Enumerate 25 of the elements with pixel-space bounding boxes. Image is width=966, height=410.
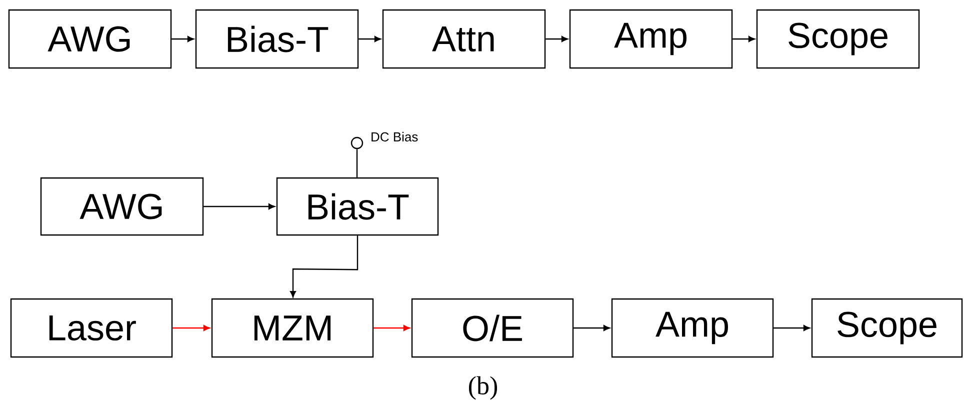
block-box: Laser <box>10 298 173 358</box>
block-box: Bias-T <box>195 9 359 69</box>
block-box: MZM <box>211 298 374 358</box>
arrow <box>172 36 194 42</box>
arrow <box>732 36 755 42</box>
block-box: AWG <box>40 177 204 236</box>
block-box: O/E <box>411 298 574 358</box>
arrow <box>172 325 210 331</box>
arrow <box>374 325 410 331</box>
caption: (b) <box>469 376 498 400</box>
block-box: Scope <box>756 9 920 69</box>
arrow <box>546 36 568 42</box>
block-box: AWG <box>8 9 172 69</box>
block-box: Bias-T <box>276 177 439 236</box>
arrow <box>574 325 610 331</box>
terminal-circle <box>350 136 364 150</box>
block-box: Scope <box>811 298 963 358</box>
terminal-label: DC Bias <box>372 132 418 142</box>
arrow <box>204 204 275 210</box>
block-box: Attn <box>382 9 546 69</box>
arrow <box>358 36 381 42</box>
block-box: Amp <box>569 9 733 69</box>
arrow <box>774 325 810 331</box>
arrow <box>290 236 358 298</box>
block-box: Amp <box>611 298 774 358</box>
